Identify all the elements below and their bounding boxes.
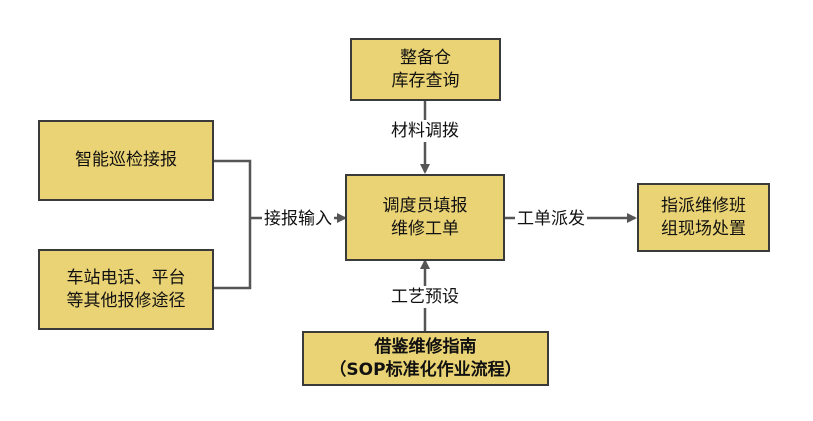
edge-label-work-order: 工单派发: [515, 208, 587, 230]
node-warehouse: 整备仓 库存查询: [350, 38, 501, 101]
node-dispatcher: 调度员填报 维修工单: [345, 174, 505, 261]
node-station: 车站电话、平台 等其他报修途径: [38, 249, 214, 330]
edge-label-intake: 接报输入: [262, 208, 334, 230]
edge-label-process: 工艺预设: [389, 286, 461, 308]
edge-label-material: 材料调拨: [389, 120, 461, 142]
node-inspection: 智能巡检接报: [38, 120, 214, 201]
edge-inspection-line: [214, 159, 252, 290]
node-guide: 借鉴维修指南 （SOP标准化作业流程）: [302, 331, 549, 386]
node-repair-team: 指派维修班 组现场处置: [637, 183, 770, 252]
